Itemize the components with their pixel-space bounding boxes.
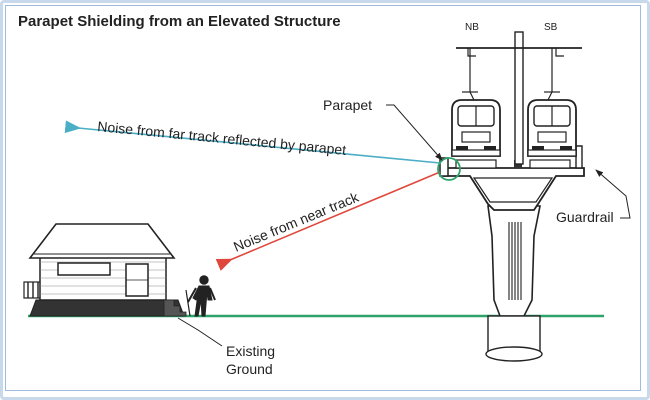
elevated-structure xyxy=(439,31,585,362)
near-noise-label: Noise from near track xyxy=(231,188,362,254)
parapet-label: Parapet xyxy=(323,97,372,113)
ground-leader-line xyxy=(177,317,223,347)
existing-ground-label-line1: Existing xyxy=(226,343,275,359)
person-figure xyxy=(185,275,216,317)
near-noise-arrow xyxy=(215,171,441,271)
parapet-highlight-circle xyxy=(437,157,461,181)
sb-label: SB xyxy=(544,22,558,33)
train-nb xyxy=(451,99,501,157)
guardrail-leader-line xyxy=(595,169,631,219)
existing-ground-label-line2: Ground xyxy=(226,361,273,377)
guardrail-label: Guardrail xyxy=(556,209,614,225)
far-noise-arrow xyxy=(64,120,441,164)
far-noise-label: Noise from far track reflected by parape… xyxy=(97,118,347,158)
parapet-leader-line xyxy=(386,104,443,161)
train-sb xyxy=(527,99,577,157)
house xyxy=(23,223,187,317)
diagram-title: Parapet Shielding from an Elevated Struc… xyxy=(18,13,341,30)
nb-label: NB xyxy=(465,22,479,33)
